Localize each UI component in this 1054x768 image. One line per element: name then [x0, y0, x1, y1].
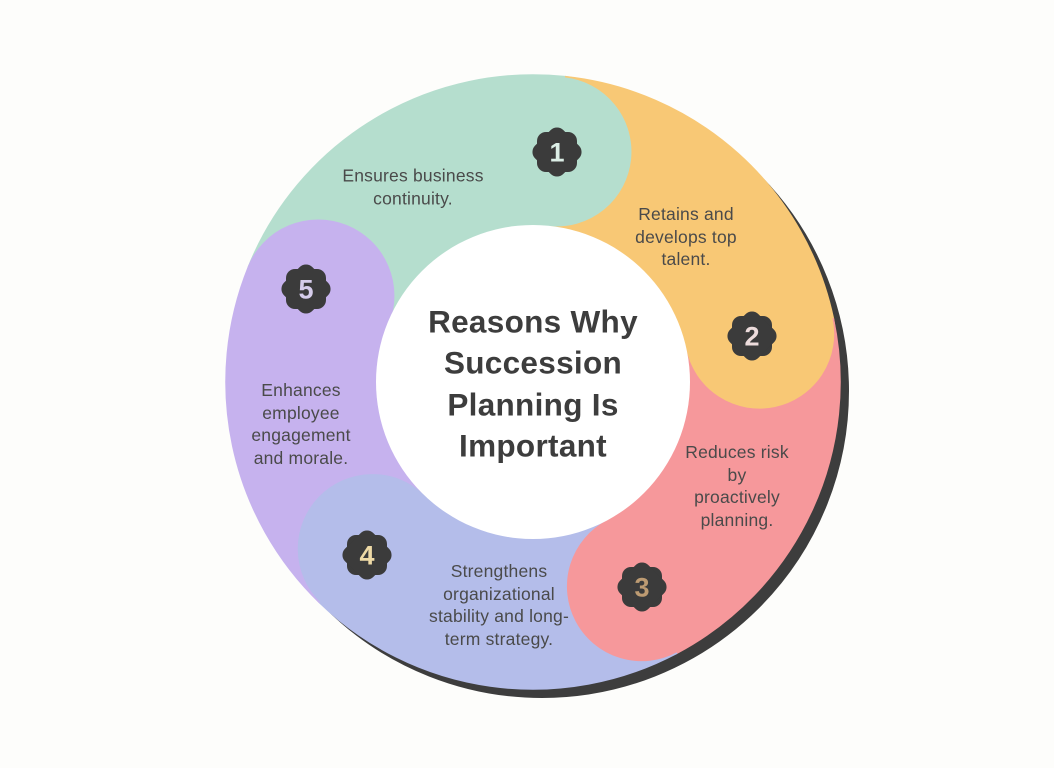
segment-5-shape — [225, 219, 426, 604]
badge-2: 2 — [727, 311, 777, 361]
badge-2-number: 2 — [744, 322, 759, 352]
badge-4-number: 4 — [359, 541, 374, 571]
diagram-title: Reasons Why Succession Planning Is Impor… — [428, 303, 638, 464]
segment-5-label: Enhances employee engagement and morale. — [251, 379, 351, 468]
badge-5-seal-rotated — [281, 264, 331, 314]
segment-2-label: Retains and develops top talent. — [635, 204, 737, 270]
center-circle — [376, 225, 690, 539]
badge-4: 4 — [342, 530, 392, 580]
badge-5-number: 5 — [298, 275, 313, 305]
badge-1-seal-rotated — [532, 127, 582, 177]
badge-3: 3 — [617, 562, 667, 612]
badge-5: 5 — [281, 264, 331, 314]
badge-3-number: 3 — [634, 573, 649, 603]
badge-1-number: 1 — [549, 138, 564, 168]
segment-1-label: Ensures business continuity. — [342, 165, 484, 208]
badge-3-seal-rotated — [617, 562, 667, 612]
segment-4-label: Strengthens organizational stability and… — [429, 560, 569, 649]
badge-4-seal-rotated — [342, 530, 392, 580]
segment-3-label: Reduces risk by proactively planning. — [685, 441, 789, 530]
badge-2-seal-rotated — [727, 311, 777, 361]
badge-1: 1 — [532, 127, 582, 177]
